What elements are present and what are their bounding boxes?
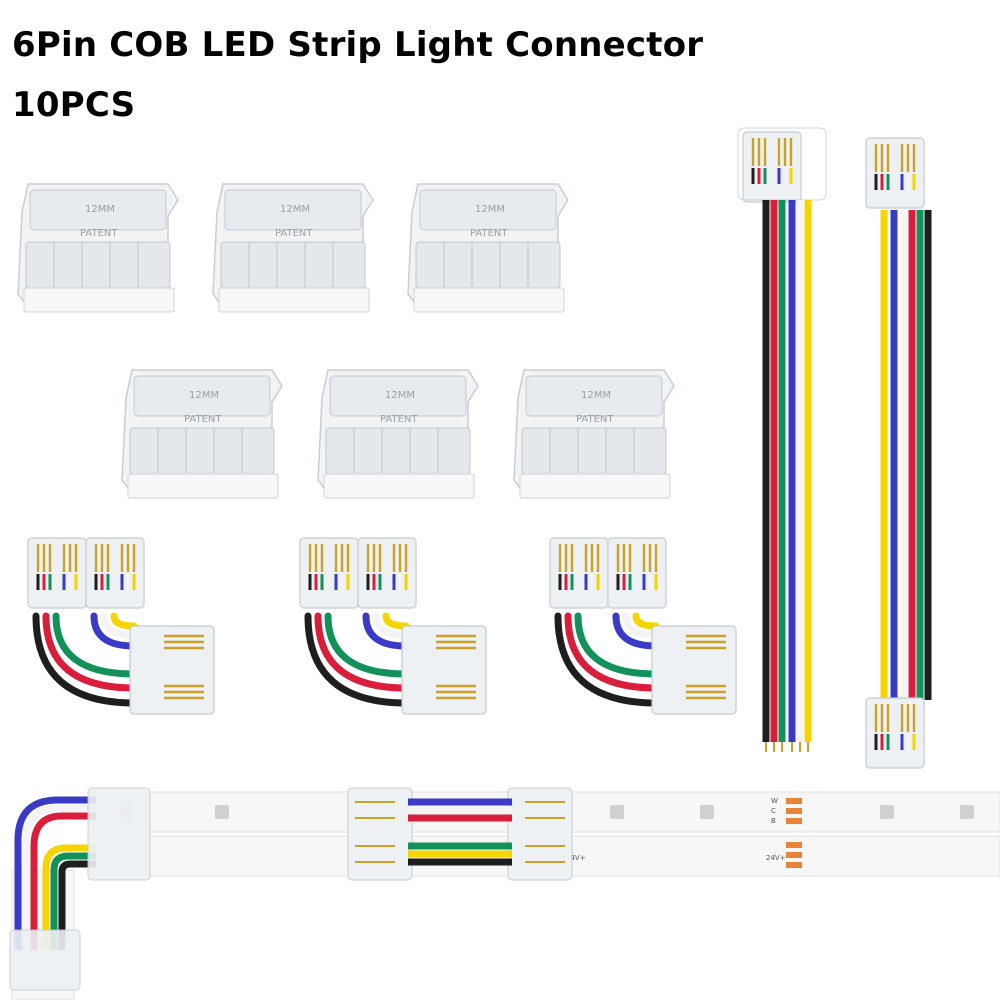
- clip-width-mark: 12MM: [189, 390, 219, 401]
- clip-brand-mark: PATENT: [275, 228, 313, 239]
- clip-brand-mark: PATENT: [576, 414, 614, 425]
- strip-corner-cable: [14, 796, 96, 950]
- clip-width-mark: 12MM: [385, 390, 415, 401]
- clip-connector: 12MM PATENT: [212, 183, 374, 313]
- clip-connector: 12MM PATENT: [407, 183, 569, 313]
- clip-brand-mark: PATENT: [470, 228, 508, 239]
- strip-to-wire-connector: [737, 127, 827, 752]
- clip-width-mark: 12MM: [85, 204, 115, 215]
- strip-pad-label: W: [771, 797, 778, 805]
- strip-jumper-connector: [347, 787, 573, 881]
- l-corner-connector: [298, 536, 488, 716]
- l-corner-connector: [26, 536, 216, 716]
- strip-pad-label: 24V+: [766, 854, 786, 862]
- clip-connector: 12MM PATENT: [17, 183, 179, 313]
- clip-connector: 12MM PATENT: [121, 369, 283, 499]
- quantity-label: 10PCS: [12, 85, 136, 125]
- clip-width-mark: 12MM: [475, 204, 505, 215]
- clip-width-mark: 12MM: [280, 204, 310, 215]
- product-title: 6Pin COB LED Strip Light Connector: [12, 25, 704, 65]
- clip-brand-mark: PATENT: [80, 228, 118, 239]
- strip-pad-label: 24V+: [566, 854, 586, 862]
- clip-width-mark: 12MM: [581, 390, 611, 401]
- strip-pad-label: C: [771, 807, 776, 815]
- strip-pad-label: B: [771, 817, 776, 825]
- clip-brand-mark: PATENT: [184, 414, 222, 425]
- clip-connector: 12MM PATENT: [317, 369, 479, 499]
- strip-corner-connector: [9, 787, 151, 991]
- clip-brand-mark: PATENT: [380, 414, 418, 425]
- l-corner-connector: [548, 536, 738, 716]
- clip-connector: 12MM PATENT: [513, 369, 675, 499]
- strip-to-strip-connector: [864, 136, 932, 770]
